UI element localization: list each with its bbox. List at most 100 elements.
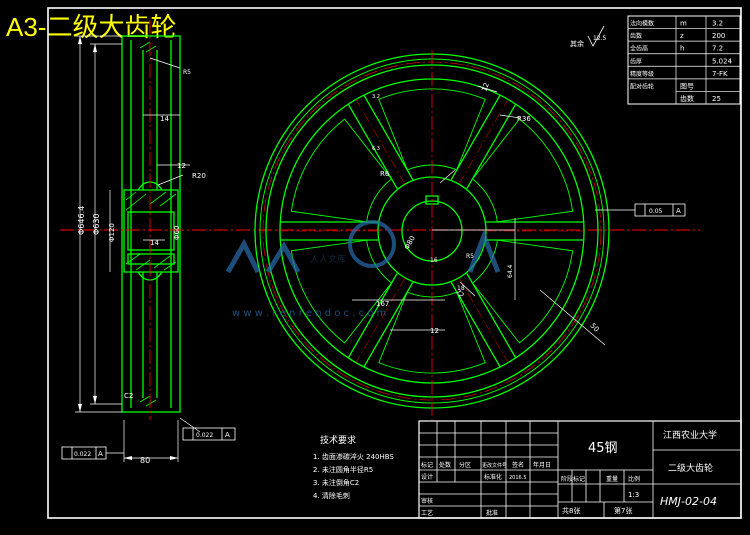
spoke-4 [347, 272, 414, 368]
lightening-hole-4 [290, 239, 393, 344]
side-keyway [127, 253, 175, 265]
params-label: 齿数 [630, 32, 642, 40]
svg-text:A: A [225, 431, 230, 439]
watermark-logo-text: 人人文库 [310, 253, 346, 265]
dim-spoke-r: R6 [380, 170, 390, 178]
tech-item-1: 1. 齿面渗碳淬火 240HBS [313, 452, 394, 461]
dim-spoke-w: 12 [430, 327, 439, 335]
dim-hub-od: Φ80 [403, 235, 417, 251]
side-bore [127, 211, 175, 251]
tb-sheet-no: 第7张 [614, 506, 632, 515]
tb-sheets-total: 共8张 [562, 506, 580, 515]
tb-header-1: 处数 [439, 461, 451, 469]
params-value: 7-FK [712, 70, 728, 78]
roughness-symbol: 其余 12.5 [570, 25, 607, 48]
tb-drawing-no: HMJ-02-04 [660, 495, 717, 508]
tech-item-3: 3. 未注倒角C2 [313, 478, 359, 487]
symmetry-frame: 0.05 A [634, 203, 686, 217]
tb-header-2: 分区 [459, 461, 471, 469]
dim-keyway-w: 16 [430, 257, 438, 264]
dim-rim-thk: 14 [160, 115, 169, 123]
params-label: 全齿高 [630, 45, 648, 53]
side-hub [123, 189, 179, 273]
dim-outer-dia: Φ646.4 [77, 206, 86, 235]
side-dimensions [75, 35, 201, 462]
dim-chamfer: C2 [124, 392, 133, 400]
dim-rough-b: 6.3 [372, 146, 380, 152]
lightening-hole-1 [471, 118, 574, 223]
dim-rough-a: 3.2 [372, 94, 380, 100]
side-dim-arrows [78, 36, 178, 460]
watermark-url: w w w . r e n r e n d o c . c o m [232, 308, 386, 319]
dim-round: R20 [192, 172, 206, 180]
params-value: 200 [712, 32, 725, 40]
watermark-logo [225, 220, 501, 274]
svg-text:12.5: 12.5 [593, 35, 607, 42]
params-value: 3.2 [712, 20, 723, 28]
tech-requirements: 技术要求 1. 齿面渗碳淬火 240HBS 2. 未注圆角半径R5 3. 未注倒… [313, 434, 394, 500]
dim-face-width: 80 [140, 456, 150, 465]
params-value: 7.2 [712, 45, 723, 53]
tech-item-4: 4. 清除毛刺 [313, 491, 350, 500]
params-symbol: 图号 [680, 82, 694, 90]
dim-root-dia: Φ630 [92, 213, 101, 235]
sheet-border [47, 7, 742, 519]
params-symbol: h [680, 45, 684, 53]
params-symbol: z [680, 32, 684, 40]
tb-stage: 阶段标记 [561, 475, 585, 483]
title-block [418, 420, 742, 519]
tb-header-3: 更改文件号 [482, 462, 507, 469]
tb-header-0: 标记 [421, 461, 433, 469]
dim-spoke-w2: 12 [480, 82, 491, 93]
tb-header-4: 签名 [512, 461, 524, 469]
params-symbol: 齿数 [680, 94, 694, 103]
svg-text:A: A [676, 207, 681, 215]
dim-spoke-len: 167 [376, 300, 389, 308]
tb-date: 2016.5 [509, 475, 527, 481]
spoke-6 [347, 94, 414, 190]
svg-text:0.05: 0.05 [649, 208, 663, 215]
runout-frame-a: 0.022 A [61, 446, 124, 460]
dim-r5: R5 [183, 69, 191, 76]
dim-web-to-hub: 14 [150, 239, 159, 247]
dim-hole-r: R36 [517, 115, 531, 123]
dim-web-thk: 12 [177, 162, 186, 170]
tb-school: 江西农业大学 [663, 429, 717, 441]
tb-header-5: 年月日 [533, 461, 551, 469]
params-value: 25 [712, 95, 721, 103]
tb-weight: 重量 [606, 475, 618, 483]
dim-bore: Φ60 [173, 226, 181, 240]
svg-text:A: A [98, 450, 103, 458]
watermark: 人人文库 w w w . r e n r e n d o c . c o m [225, 220, 501, 319]
spoke-centerline-6 [355, 99, 406, 185]
drawing-title: A3-二级大齿轮 [6, 12, 177, 42]
front-pitch-circle [262, 61, 602, 401]
tb-design: 设计 [421, 473, 433, 481]
title-block-text: 45钢 江西农业大学 二级大齿轮 HMJ-02-04 1:3 共8张 第7张 标… [421, 429, 717, 517]
tb-standard: 标准化 [484, 473, 502, 481]
tb-material: 45钢 [588, 441, 618, 456]
side-hub-hatch [125, 41, 177, 407]
spoke-centerline-1 [458, 99, 509, 185]
lightening-hole-3 [378, 291, 486, 374]
params-label: 法向模数 [630, 20, 654, 28]
params-value: 5.024 [712, 57, 733, 65]
dim-hole-dist: 72 [454, 288, 466, 300]
wheel-spokes [280, 94, 584, 368]
spoke-3 [450, 272, 517, 368]
spoke-5 [280, 221, 378, 241]
params-symbol: m [680, 20, 687, 28]
side-view [121, 35, 181, 413]
tb-part-name: 二级大齿轮 [668, 462, 713, 474]
dim-hub-dia: Φ120 [108, 223, 116, 242]
svg-text:0.022: 0.022 [74, 451, 91, 458]
side-rim [121, 35, 181, 413]
tb-approve: 批准 [486, 509, 498, 517]
dim-web-width: 18 [457, 285, 465, 292]
spoke-centerline-4 [355, 277, 406, 363]
tb-scale: 1:3 [628, 491, 639, 499]
svg-text:其余: 其余 [570, 39, 584, 48]
tech-heading: 技术要求 [320, 434, 356, 446]
